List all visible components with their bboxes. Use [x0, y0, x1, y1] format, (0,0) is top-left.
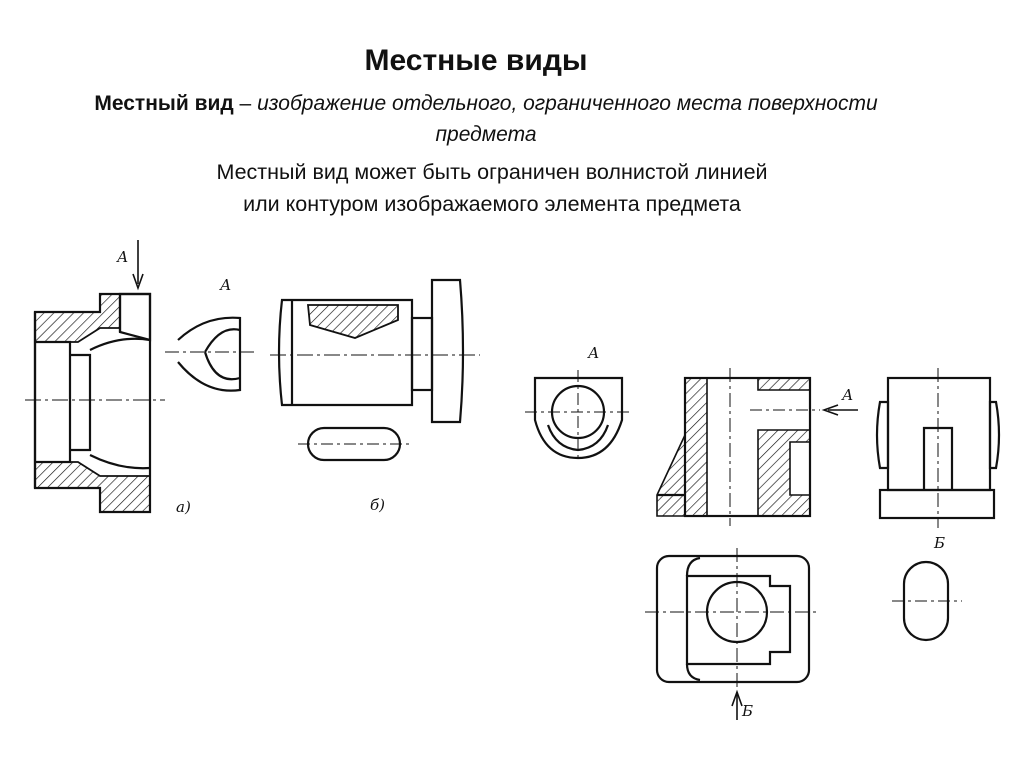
- right-main-section: [656, 368, 858, 526]
- arrow-b-label: Б: [741, 702, 753, 720]
- definition-dash: –: [233, 92, 258, 115]
- definition-term: Местный вид: [94, 92, 234, 115]
- view-b-label: Б: [933, 534, 945, 552]
- caption-a: а): [176, 498, 191, 516]
- caption-b: б): [370, 496, 385, 514]
- right-view-a-label: А: [587, 344, 599, 362]
- drawing-b-shaft: [270, 278, 480, 462]
- view-a-arrow-label: А: [116, 248, 128, 266]
- definition-text: изображение отдельного, ограниченного ме…: [257, 92, 878, 146]
- definition: Местный вид – изображение отдельного, ог…: [60, 88, 912, 150]
- right-local-view-a: [525, 370, 632, 462]
- local-view-a: [165, 316, 255, 392]
- right-top-view: [645, 548, 820, 720]
- right-side-view: [875, 368, 1001, 528]
- note-line-1: Местный вид может быть ограничен волнист…: [216, 160, 768, 184]
- local-view-b: [892, 560, 962, 642]
- note: Местный вид может быть ограничен волнист…: [40, 156, 944, 220]
- local-view-a-label: А: [219, 276, 231, 294]
- arrow-a-right-label: А: [841, 386, 853, 404]
- note-line-2: или контуром изображаемого элемента пред…: [243, 192, 741, 216]
- slide-title: Местные виды: [364, 44, 588, 77]
- drawing-a-section: [25, 240, 165, 514]
